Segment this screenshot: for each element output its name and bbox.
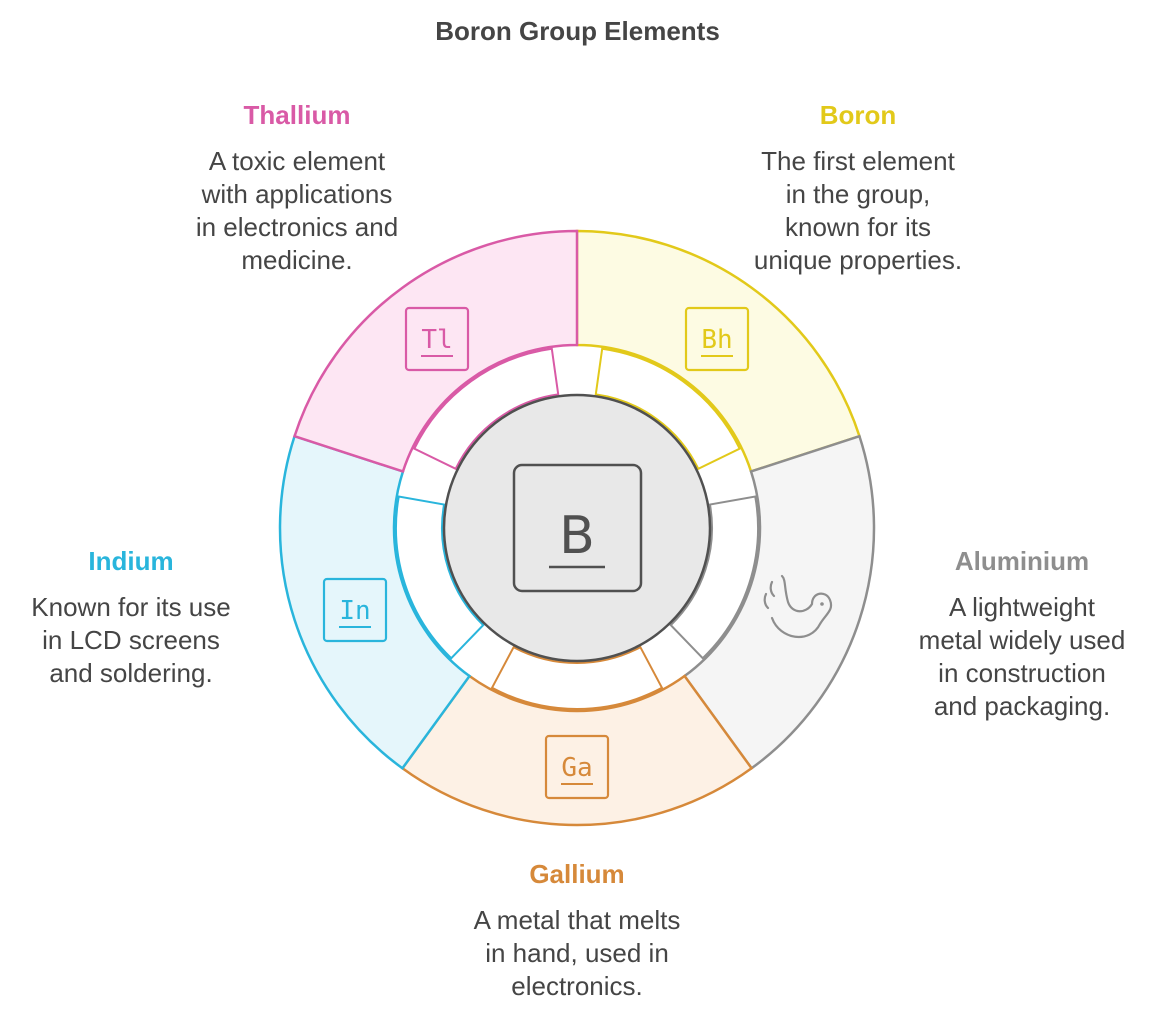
- indium-description-line: and soldering.: [49, 658, 213, 688]
- segment-aluminium: [682, 434, 876, 771]
- indium-symbol-box: [322, 577, 388, 643]
- thallium-description-line: medicine.: [241, 245, 353, 275]
- thallium-title: Thallium: [243, 100, 351, 130]
- segments-layer: [278, 229, 876, 827]
- aluminium-title: Aluminium: [954, 546, 1090, 576]
- thallium-symbol-text: Tl: [421, 325, 452, 355]
- gallium-description-line: in hand, used in: [485, 938, 669, 968]
- aluminium-description-line: in construction: [938, 658, 1106, 688]
- segment-inner-indium: [395, 495, 485, 660]
- boron-description-line: unique properties.: [753, 245, 963, 275]
- gallium-symbol-text: Ga: [561, 753, 592, 783]
- boron-description-line: in the group,: [785, 179, 931, 209]
- segment-inner-boron: [594, 347, 742, 471]
- indium-description-line: in LCD screens: [42, 625, 220, 655]
- aluminium-description-line: and packaging.: [933, 691, 1111, 721]
- center-element-symbol: B: [559, 506, 595, 566]
- bird-icon-shape: [763, 574, 833, 639]
- thallium-description-line: in electronics and: [195, 212, 399, 242]
- center-circle: [442, 393, 712, 663]
- gallium-description-line: electronics.: [511, 971, 643, 1001]
- segment-inner-gallium: [490, 645, 664, 710]
- aluminium-description-line: A lightweight: [949, 592, 1095, 622]
- segment-inner-thallium: [412, 347, 560, 471]
- gallium-description-line: A metal that melts: [473, 905, 681, 935]
- boron-title: Boron: [819, 100, 897, 130]
- segment-thallium: [292, 229, 579, 474]
- indium-description-line: Known for its use: [31, 592, 231, 622]
- boron-description-line: The first element: [761, 146, 955, 176]
- bird-icon: [763, 574, 833, 639]
- thallium-description-line: A toxic element: [208, 146, 386, 176]
- segment-indium: [278, 434, 472, 771]
- thallium-symbol-box: [404, 306, 470, 372]
- boron-symbol-box: [684, 306, 750, 372]
- thallium-description-line: with applications: [201, 179, 393, 209]
- indium-symbol-icon: In: [322, 577, 388, 643]
- gallium-symbol-box: [544, 734, 610, 800]
- indium-title: Indium: [88, 546, 174, 576]
- boron-symbol-text: Bh: [701, 325, 732, 355]
- thallium-symbol-icon: Tl: [404, 306, 470, 372]
- segment-gallium: [400, 674, 754, 827]
- gallium-title: Gallium: [529, 859, 625, 889]
- boron-symbol-icon: Bh: [684, 306, 750, 372]
- center-hub: B: [442, 393, 712, 663]
- indium-symbol-text: In: [339, 596, 370, 626]
- bird-eye: [820, 602, 824, 606]
- boron-description-line: known for its: [785, 212, 931, 242]
- gallium-symbol-icon: Ga: [544, 734, 610, 800]
- segment-boron: [575, 229, 862, 474]
- center-element-box: [512, 463, 643, 593]
- segment-inner-aluminium: [669, 495, 759, 660]
- aluminium-description-line: metal widely used: [918, 625, 1126, 655]
- diagram-title: Boron Group Elements: [435, 16, 720, 46]
